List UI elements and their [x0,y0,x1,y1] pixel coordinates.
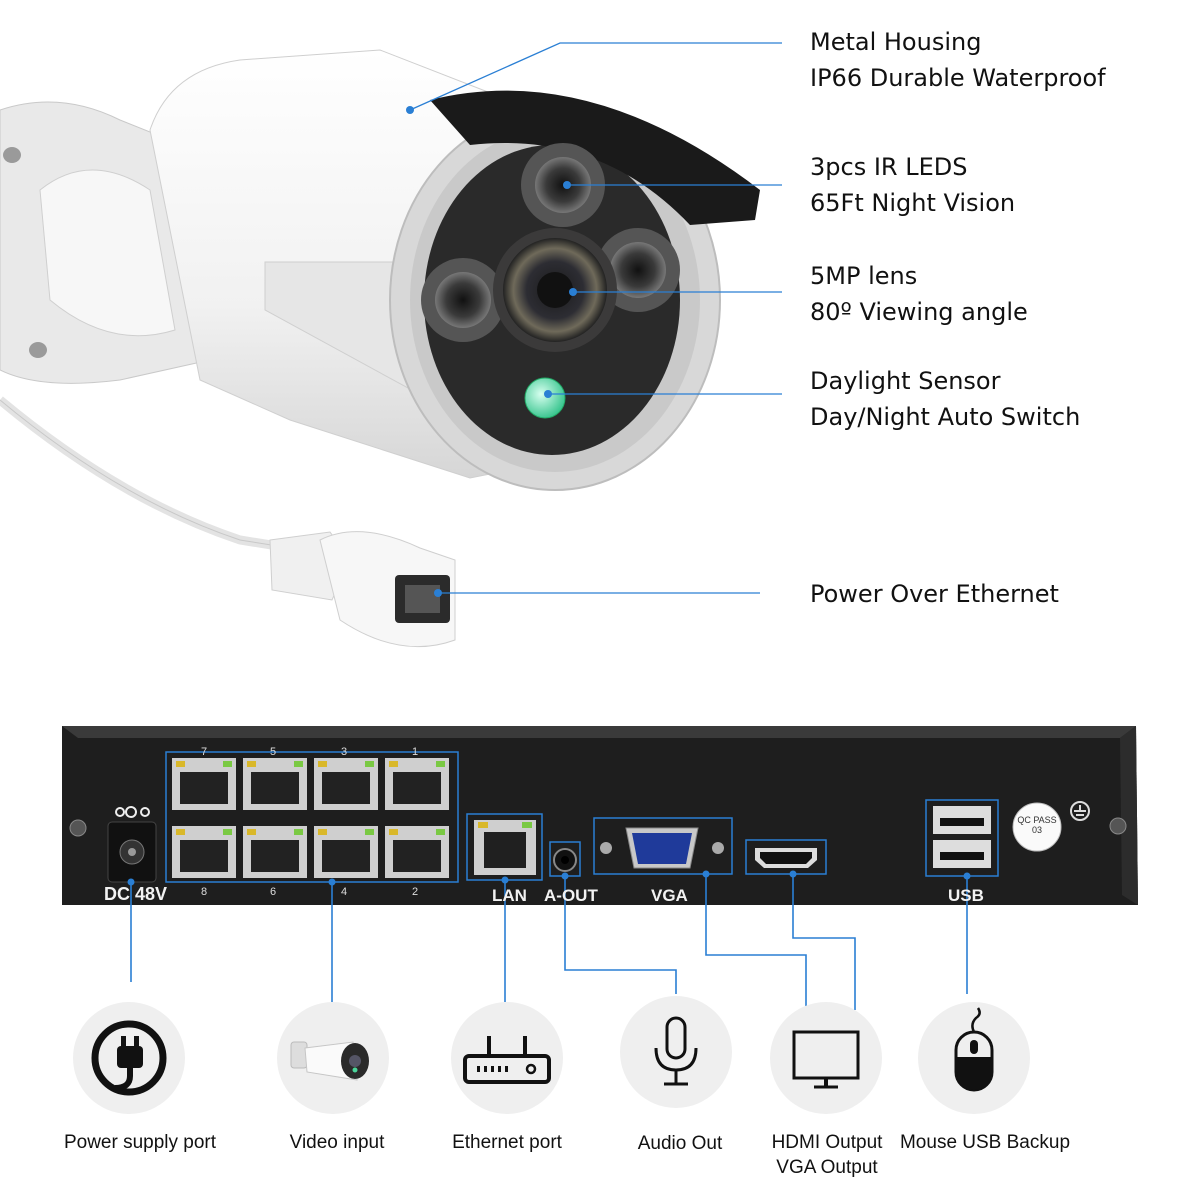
feature-title: 5MP lens [810,262,918,290]
camera-illustration [0,42,782,648]
poe-port [172,758,236,810]
poe-port [314,758,378,810]
port-number-2: 2 [412,886,419,898]
monitor-icon [792,1030,860,1089]
microphone-icon [654,1016,698,1086]
feature-title: 3pcs IR LEDS [810,153,968,181]
poe-port [385,826,449,878]
poe-port [385,758,449,810]
port-number-7: 7 [201,746,208,758]
mouse-usb-icon-circle [918,1002,1030,1114]
feature-detail: Day/Night Auto Switch [810,403,1081,431]
audio-out-icon-circle [620,996,732,1108]
camera-icon [290,1041,369,1081]
poe-port [172,826,236,878]
lan-label: LAN [492,886,527,905]
display-output-icon-circle [770,1002,882,1114]
feature-poe: Power Over Ethernet [810,576,1059,612]
mouse-icon [954,1007,994,1092]
ethernet-port-label: Ethernet port [452,1132,562,1153]
usb-label: USB [948,886,984,905]
feature-title: Daylight Sensor [810,367,1001,395]
feature-detail: IP66 Durable Waterproof [810,64,1106,92]
qc-pass-sticker-text: QC PASS 03 [1017,815,1057,835]
port-number-3: 3 [341,746,348,758]
mouse-usb-label: Mouse USB Backup [899,1132,1071,1153]
feature-lens: 5MP lens 80º Viewing angle [810,258,1028,330]
port-number-1: 1 [412,746,419,758]
feature-daylight-sensor: Daylight Sensor Day/Night Auto Switch [810,363,1080,435]
poe-port [243,826,307,878]
feature-ir-leds: 3pcs IR LEDS 65Ft Night Vision [810,149,1015,221]
dc-48v-label: DC 48V [104,884,168,904]
hdmi-output-label: HDMI Output [771,1132,883,1153]
power-plug-icon [91,1020,167,1096]
port-number-6: 6 [270,886,277,898]
poe-port [243,758,307,810]
video-input-icon-circle [277,1002,389,1114]
power-supply-label: Power supply port [63,1132,217,1153]
feature-title: Power Over Ethernet [810,580,1059,608]
a-out-label: A-OUT [544,886,598,905]
video-input-label: Video input [289,1132,385,1153]
power-supply-icon-circle [73,1002,185,1114]
port-number-8: 8 [201,886,208,898]
port-number-4: 4 [341,886,348,898]
vga-label: VGA [651,886,688,905]
audio-out-label: Audio Out [637,1133,723,1154]
port-number-5: 5 [270,746,277,758]
nvr-back-panel [62,726,1138,1010]
feature-detail: 65Ft Night Vision [810,189,1016,217]
vga-output-label: VGA Output [776,1157,878,1178]
feature-title: Metal Housing [810,28,982,56]
poe-port [314,826,378,878]
feature-metal-housing: Metal Housing IP66 Durable Waterproof [810,24,1106,96]
router-icon [463,1036,551,1084]
feature-detail: 80º Viewing angle [810,298,1028,326]
ethernet-icon-circle [451,1002,563,1114]
